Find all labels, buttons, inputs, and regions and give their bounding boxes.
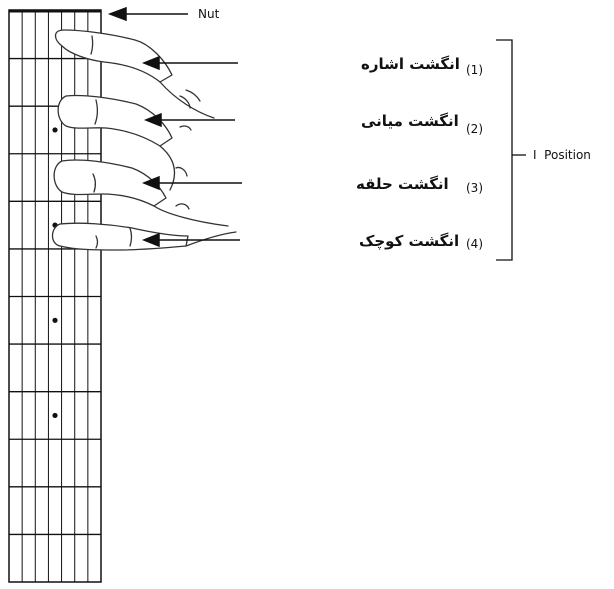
inlay-dot-fret-3 [52,127,58,133]
palm-outline [153,81,237,247]
fret-inlays [52,127,58,419]
nut-label: Nut [198,7,220,21]
finger-2-label: انگشت میانی [361,112,459,130]
labels: Nut انگشت اشاره انگشت میانی انگشت حلقه ا… [198,7,591,251]
ring-knuckle-mark-2 [175,203,190,210]
finger-4-arrow [141,232,240,248]
finger-2-number: (2) [466,122,483,136]
finger-3-arrow [141,175,242,191]
index-knuckle-mark [185,89,201,102]
ring-finger-crease [92,173,97,193]
nut-arrow [107,6,188,22]
position-bracket [496,39,526,261]
bracket-outline [496,39,513,261]
finger-3-label: انگشت حلقه [356,175,449,193]
finger-1-label: انگشت اشاره [361,55,460,73]
inlay-dot-fret-7 [52,317,58,323]
little-finger-crease [95,235,99,249]
finger-2-arrow [143,112,235,128]
hand-drawing [51,29,237,251]
ring-knuckle-mark [175,166,188,177]
little-finger-crease-2 [129,227,133,247]
finger-1-number: (1) [466,63,483,77]
finger-1-arrow [141,55,238,71]
index-finger [54,29,173,83]
arrows [107,6,242,248]
position-label: I Position [533,148,591,162]
finger-4-label: انگشت کوچک [359,232,459,251]
middle-knuckle-mark [179,125,192,131]
middle-finger-crease [94,99,99,125]
finger-3-number: (3) [466,181,483,195]
finger-4-number: (4) [466,237,483,251]
index-finger-crease [90,35,94,55]
little-finger [51,222,189,251]
inlay-dot-fret-9 [52,412,58,419]
